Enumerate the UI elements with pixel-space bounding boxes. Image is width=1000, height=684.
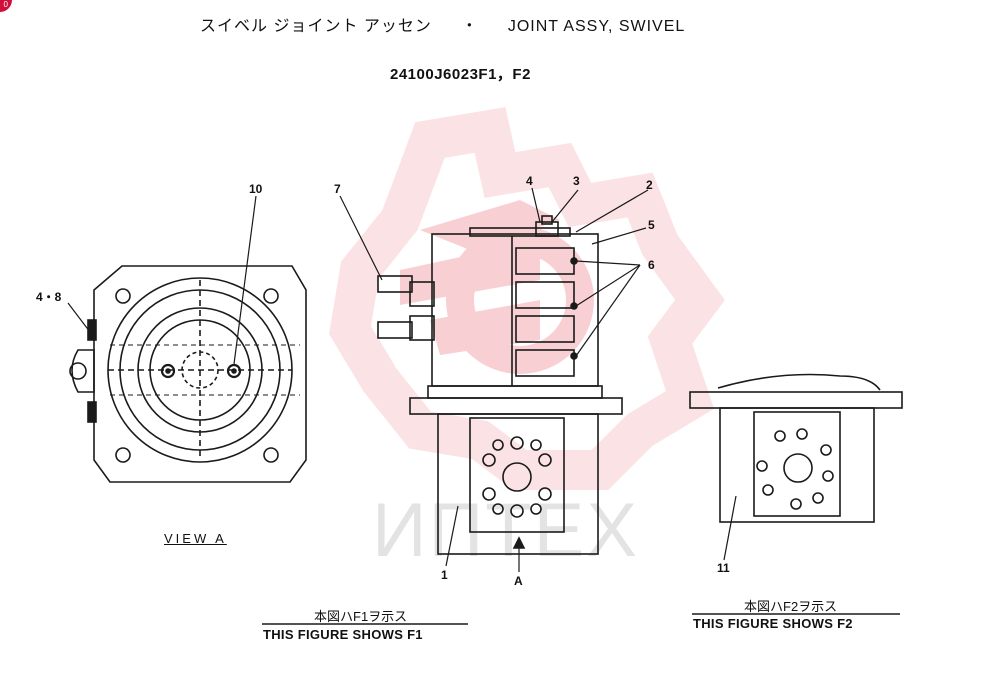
part-number: 24100J6023F1，F2 — [390, 66, 531, 83]
caption-f1-japanese: 本図ハF1ヲ示ス — [314, 609, 408, 624]
caption-f2-english: THIS FIGURE SHOWS F2 — [693, 616, 853, 631]
f1-assembly-drawing — [339, 187, 649, 572]
title-japanese: スイベル ジョイント アッセン — [200, 18, 432, 35]
callout-4-8: 4・8 — [36, 290, 62, 304]
caption-f2-japanese: 本図ハF2ヲ示ス — [744, 599, 838, 614]
view-a-label: VIEW A — [164, 531, 227, 546]
callout-5: 5 — [648, 218, 655, 232]
callout-1: 1 — [441, 568, 448, 582]
callout-10: 10 — [249, 182, 263, 196]
title-separator: ・ — [461, 18, 479, 35]
callout-4: 4 — [526, 174, 533, 188]
title-english: JOINT ASSY, SWIVEL — [507, 18, 686, 35]
callout-6: 6 — [648, 258, 655, 272]
callout-11: 11 — [717, 561, 730, 575]
callout-7: 7 — [334, 182, 341, 196]
drawing-title: スイベル ジョイント アッセン ・ JOINT ASSY, SWIVEL — [200, 12, 685, 36]
callout-3: 3 — [573, 174, 580, 188]
f2-assembly-drawing — [689, 373, 903, 561]
callout-2: 2 — [646, 178, 653, 192]
callout-a: A — [514, 574, 523, 588]
view-a-drawing — [67, 195, 307, 483]
watermark-text: ИПТЕХ — [372, 488, 639, 573]
caption-f1-english: THIS FIGURE SHOWS F1 — [263, 627, 423, 642]
